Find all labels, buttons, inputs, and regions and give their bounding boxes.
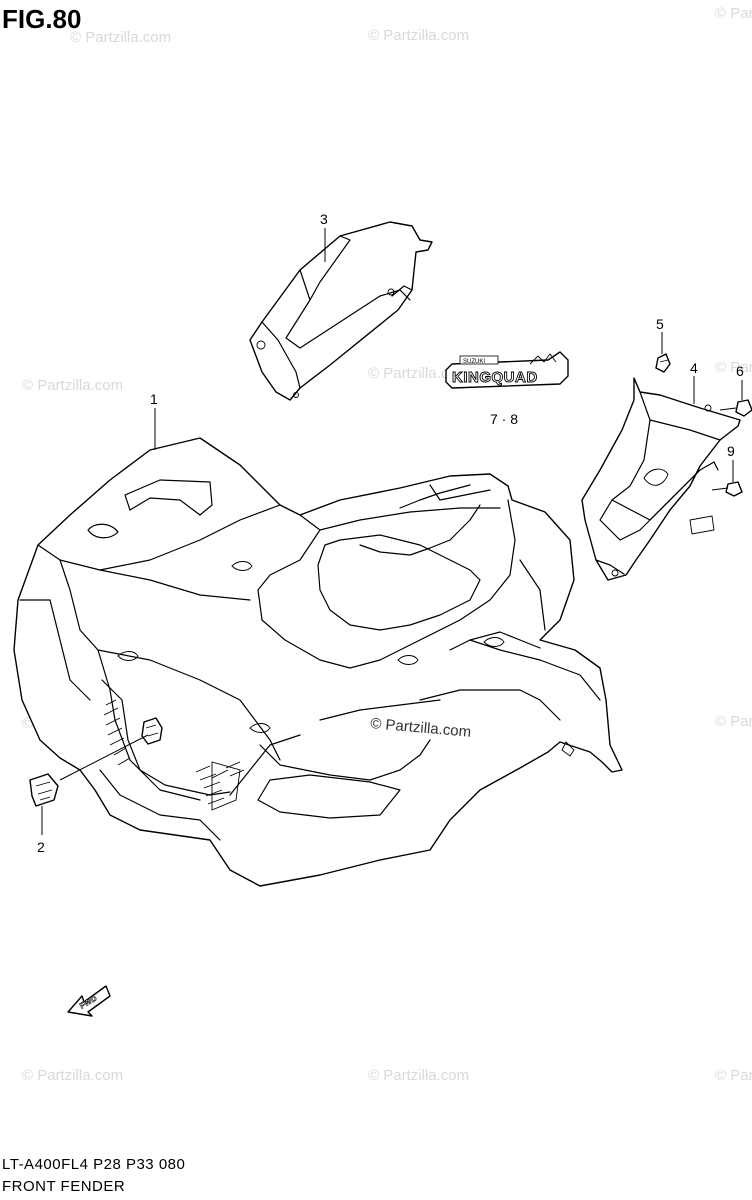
leader-lines (41, 228, 695, 835)
part-6-bolt[interactable] (719, 380, 752, 417)
part-4-side-panel[interactable] (581, 377, 741, 581)
part-9-screw[interactable] (711, 460, 743, 497)
watermark: © Partzilla.com (715, 359, 752, 376)
part-7-8-decal[interactable]: SUZUKI KINGQUAD (445, 351, 569, 389)
watermark: © Partzilla.com (715, 1067, 752, 1084)
decal-brand-small: SUZUKI (463, 359, 485, 365)
callout-5[interactable]: 5 (656, 316, 664, 332)
callout-labels: 1 2 3 4 5 6 7 · 8 9 (37, 211, 744, 855)
part-5-clip[interactable] (655, 332, 671, 373)
part-1-front-fender[interactable] (13, 437, 623, 887)
section-name: FRONT FENDER (2, 1178, 126, 1195)
callout-3[interactable]: 3 (320, 211, 328, 227)
part-3-inner-panel[interactable] (249, 221, 433, 401)
callout-4[interactable]: 4 (690, 360, 698, 376)
watermark: © Partzilla.com (22, 377, 123, 394)
watermark: © Partzilla.com (22, 1067, 123, 1084)
figure-title: FIG.80 (2, 4, 82, 34)
callout-6[interactable]: 6 (736, 363, 744, 379)
callout-7-8[interactable]: 7 · 8 (490, 411, 518, 427)
watermark: © Partzilla.com (715, 713, 752, 730)
watermark: © Partzilla.com (70, 29, 171, 46)
watermark: © Partzilla.com (715, 5, 752, 22)
callout-2[interactable]: 2 (37, 839, 45, 855)
callout-9[interactable]: 9 (727, 443, 735, 459)
model-code: LT-A400FL4 P28 P33 080 (2, 1156, 186, 1173)
callout-1[interactable]: 1 (150, 391, 158, 407)
watermark: © Partzilla.com (368, 1067, 469, 1084)
watermark: © Partzilla.com (368, 27, 469, 44)
decal-brand-large: KINGQUAD (452, 369, 538, 386)
part-2-emblem[interactable] (29, 717, 163, 807)
watermark: © Partzilla.com (368, 365, 469, 382)
fwd-arrow: FWD (67, 985, 111, 1017)
